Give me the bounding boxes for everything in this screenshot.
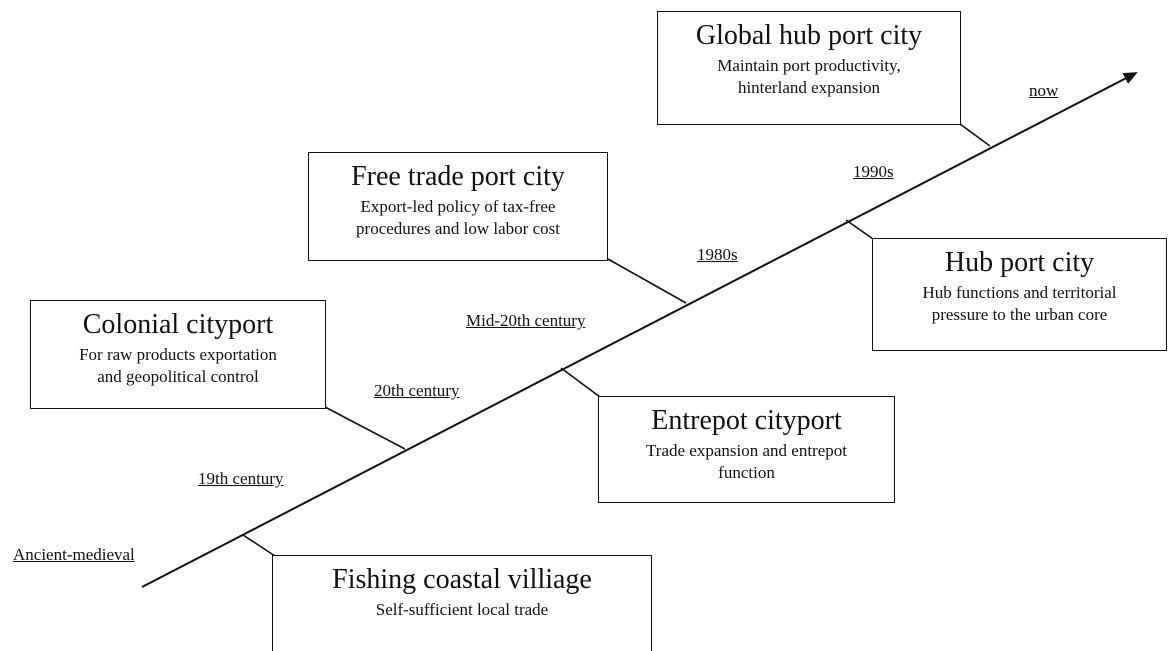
era-label-ancient-medieval: Ancient-medieval bbox=[13, 545, 135, 564]
stage-title: Global hub port city bbox=[695, 20, 923, 51]
stage-description-line: pressure to the urban core bbox=[931, 305, 1108, 324]
stage-description-line: Hub functions and territorial bbox=[922, 283, 1117, 302]
stage-description-line: Maintain port productivity, bbox=[717, 56, 901, 75]
era-label-19th-century: 19th century bbox=[198, 469, 284, 488]
stage-description-line: and geopolitical control bbox=[97, 367, 259, 386]
stage-title: Hub port city bbox=[944, 247, 1095, 278]
stage-fishing-coastal-village: Fishing coastal villiage Self-sufficient… bbox=[272, 555, 652, 651]
stage-description-line: procedures and low labor cost bbox=[356, 219, 560, 238]
timeline-arrow bbox=[141, 72, 1138, 588]
connector-hub-port-city bbox=[845, 219, 874, 240]
stage-description: Trade expansion and entrepot function bbox=[599, 440, 894, 484]
stage-description-line: hinterland expansion bbox=[737, 78, 881, 97]
era-label-mid-20th-century: Mid-20th century bbox=[466, 311, 586, 330]
era-label-now: now bbox=[1029, 81, 1059, 100]
connector-colonial-cityport bbox=[324, 406, 406, 450]
stage-title: Colonial cityport bbox=[82, 309, 274, 340]
stage-hub-port-city: Hub port city Hub functions and territor… bbox=[872, 238, 1167, 351]
stage-title: Entrepot cityport bbox=[651, 405, 842, 436]
era-label-20th-century: 20th century bbox=[374, 381, 460, 400]
connector-fishing-village bbox=[242, 534, 276, 557]
stage-description: Export-led policy of tax-free procedures… bbox=[309, 196, 607, 240]
era-label-1990s: 1990s bbox=[853, 162, 894, 181]
stage-description: Self-sufficient local trade bbox=[273, 599, 651, 621]
stage-entrepot-cityport: Entrepot cityport Trade expansion and en… bbox=[598, 396, 895, 503]
era-label-1980s: 1980s bbox=[697, 245, 738, 264]
connector-entrepot-cityport bbox=[560, 367, 601, 398]
stage-description-line: Trade expansion and entrepot bbox=[646, 441, 847, 460]
stage-colonial-cityport: Colonial cityport For raw products expor… bbox=[30, 300, 326, 409]
stage-free-trade-port-city: Free trade port city Export-led policy o… bbox=[308, 152, 608, 261]
stage-description-line: For raw products exportation bbox=[79, 345, 277, 364]
stage-description-line: function bbox=[718, 463, 775, 482]
stage-title: Fishing coastal villiage bbox=[332, 564, 592, 595]
stage-description: For raw products exportation and geopoli… bbox=[31, 344, 325, 388]
stage-global-hub-port-city: Global hub port city Maintain port produ… bbox=[657, 11, 961, 125]
connector-global-hub-port-city bbox=[959, 123, 991, 147]
stage-description: Maintain port productivity, hinterland e… bbox=[658, 55, 960, 99]
stage-description: Hub functions and territorial pressure t… bbox=[873, 282, 1166, 326]
stage-title: Free trade port city bbox=[351, 161, 565, 192]
stage-description-line: Export-led policy of tax-free bbox=[360, 197, 556, 216]
stage-description-line: Self-sufficient local trade bbox=[375, 600, 549, 619]
connector-free-trade-port-city bbox=[607, 258, 687, 304]
